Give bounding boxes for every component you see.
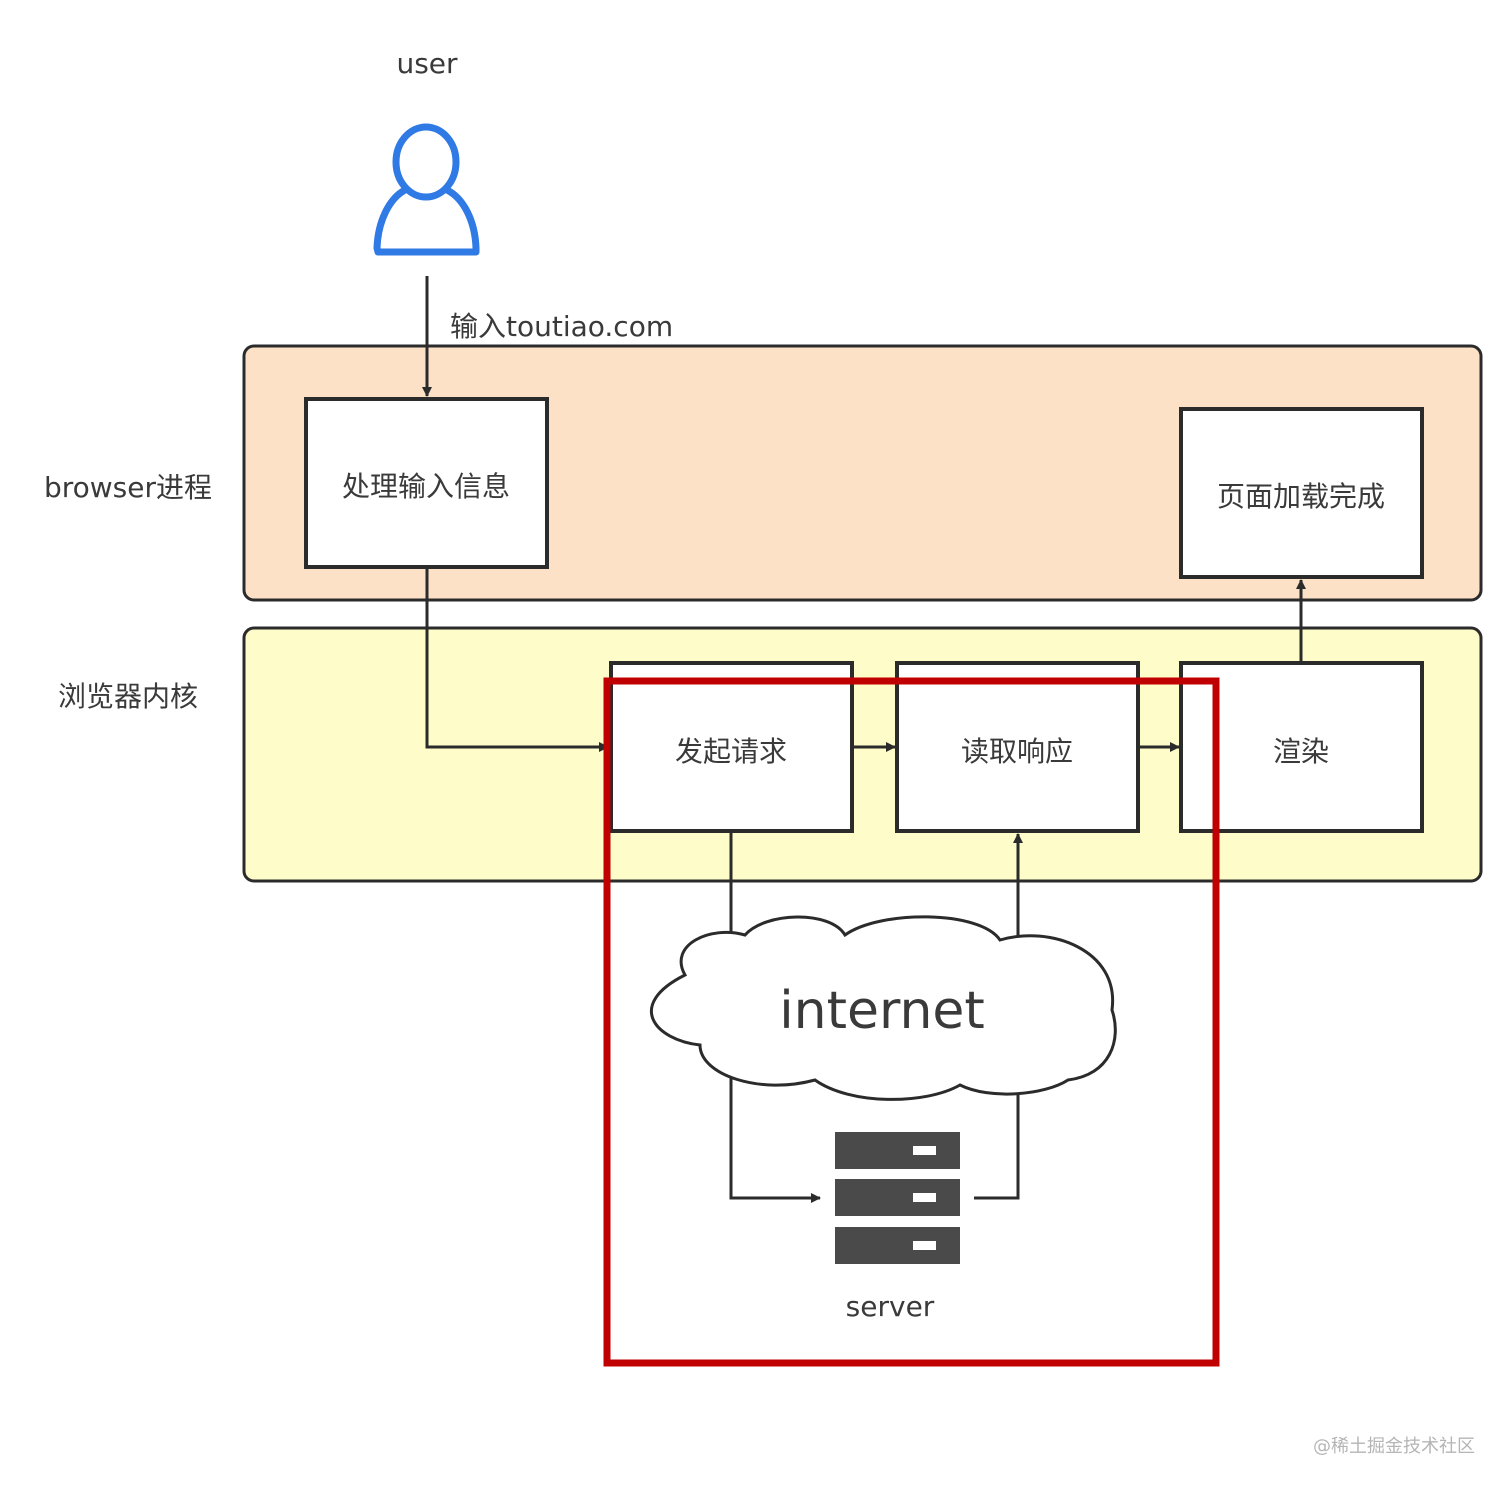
lane-label-browser-kernel: 浏览器内核 (58, 680, 198, 713)
node-read-response[interactable]: 读取响应 (895, 661, 1140, 833)
lane-browser-kernel (242, 626, 1483, 883)
lane-label-browser-process: browser进程 (44, 471, 212, 504)
node-label-page-loaded: 页面加载完成 (1217, 480, 1385, 513)
edge-label-user-input: 输入toutiao.com (450, 310, 673, 343)
node-label-read-response: 读取响应 (961, 735, 1073, 768)
edge-process-input-to-send-request (425, 567, 609, 752)
node-label-send-request: 发起请求 (675, 735, 787, 768)
lane-browser-process (242, 344, 1483, 602)
node-render[interactable]: 渲染 (1179, 661, 1424, 833)
node-process-input[interactable]: 处理输入信息 (304, 397, 549, 569)
node-page-loaded[interactable]: 页面加载完成 (1179, 407, 1424, 579)
server-label: server (846, 1290, 935, 1323)
node-send-request[interactable]: 发起请求 (609, 661, 854, 833)
highlight-frame (603, 677, 1220, 1367)
user-icon (373, 123, 480, 256)
watermark: @稀土掘金技术社区 (1313, 1436, 1475, 1457)
internet-label: internet (779, 981, 985, 1041)
node-label-render: 渲染 (1273, 735, 1329, 768)
server-icon (835, 1132, 960, 1264)
cloud-icon: internet (649, 915, 1117, 1101)
user-label: user (396, 47, 458, 80)
node-label-process-input: 处理输入信息 (342, 470, 510, 503)
